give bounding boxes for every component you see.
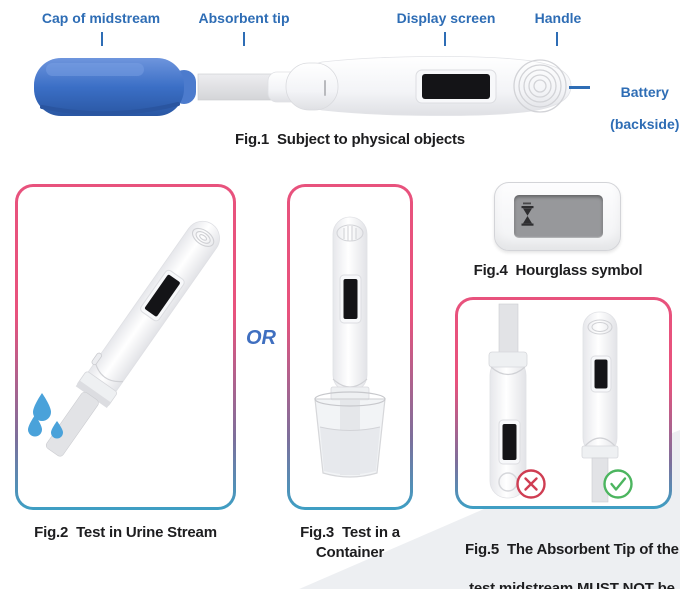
callout-tick xyxy=(101,32,103,46)
fig5-box-inner xyxy=(458,300,669,506)
fig2-device-illustration xyxy=(45,220,220,457)
fig1-caption: Fig.1 Subject to physical objects xyxy=(235,131,465,148)
fig2-caption: Fig.2 Test in Urine Stream xyxy=(34,524,217,541)
success-check-icon xyxy=(603,469,633,499)
container-cup-illustration xyxy=(314,391,386,478)
fig1-label-absorbent-tip: Absorbent tip xyxy=(198,10,290,26)
fig5-caption: Fig.5 The Absorbent Tip of the test mids… xyxy=(446,520,680,589)
callout-tick xyxy=(556,32,558,46)
fig3-box xyxy=(287,184,413,510)
fig1-label-cap: Cap of midstream xyxy=(41,10,161,26)
fig5-caption-line1: Fig.5 The Absorbent Tip of the xyxy=(465,540,679,558)
fig3-caption: Fig.3 Test in a Container xyxy=(300,524,404,561)
fig4-screen xyxy=(514,195,603,238)
handle-ridges xyxy=(336,224,364,242)
battery-line1: Battery xyxy=(620,84,669,100)
fig4-display-housing xyxy=(494,182,621,251)
fig5-caption-line2: test midstream MUST NOT be xyxy=(469,579,675,589)
fig1-label-handle: Handle xyxy=(534,10,582,26)
fig3-box-inner xyxy=(290,187,410,507)
urine-droplets-icon xyxy=(28,393,63,439)
fig2-box-inner xyxy=(18,187,233,507)
fig2-box xyxy=(15,184,236,510)
cap-illustration xyxy=(34,58,196,116)
or-label: OR xyxy=(246,327,276,349)
callout-tick xyxy=(444,32,446,46)
fig5-devices-illustration xyxy=(488,303,633,503)
handle-ridges xyxy=(513,59,567,113)
fig1-label-display-screen: Display screen xyxy=(396,10,496,26)
fig4-caption: Fig.4 Hourglass symbol xyxy=(473,262,643,279)
fig1-label-battery: Battery (backside) xyxy=(594,68,680,148)
error-cross-icon xyxy=(516,469,546,499)
callout-tick xyxy=(243,32,245,46)
fig1-device-illustration xyxy=(34,56,572,116)
battery-callout-line xyxy=(569,86,590,89)
device-tip-up-wrong xyxy=(488,303,528,499)
battery-line2: (backside) xyxy=(610,116,680,132)
fig3-device-illustration xyxy=(314,216,386,478)
fig5-box xyxy=(455,297,672,509)
device-tip-down-correct xyxy=(581,311,619,503)
hourglass-icon xyxy=(521,202,534,226)
display-screen-illustration xyxy=(415,69,497,104)
